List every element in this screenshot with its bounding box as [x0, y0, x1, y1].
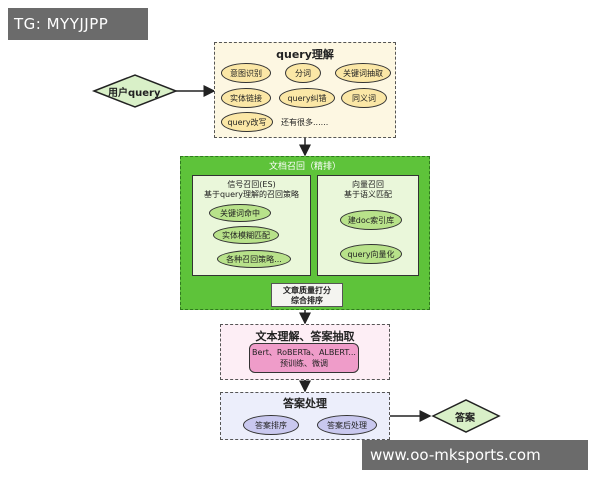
- intent-recognition-node: 意图识别: [221, 63, 271, 83]
- synonym-node: 同义词: [341, 88, 387, 108]
- query-box-title: query理解: [276, 48, 334, 61]
- answer-postprocess-node: 答案后处理: [317, 415, 377, 435]
- query-correction-node: query纠错: [279, 88, 335, 108]
- query-rewrite-node: query改写: [221, 112, 273, 132]
- watermark-top: TG: MYYJJPP: [8, 8, 148, 40]
- entity-fuzzy-match-node: 实体模糊匹配: [213, 226, 279, 244]
- extraction-box-title: 文本理解、答案抽取: [255, 330, 355, 343]
- more-items-text: 还有很多......: [281, 118, 329, 127]
- combined-ranking-text: 综合排序: [291, 296, 323, 305]
- build-doc-index-node: 建doc索引库: [340, 210, 402, 230]
- answer-shape: [431, 399, 501, 433]
- answer-processing-box: 答案处理 答案排序 答案后处理: [220, 392, 390, 440]
- entity-link-node: 实体链接: [221, 88, 271, 108]
- answer-label: 答案: [455, 413, 475, 424]
- user-query-shape: [91, 74, 179, 108]
- signal-recall-subtitle: 基于query理解的召回策略: [203, 190, 300, 199]
- query-vectorize-node: query向量化: [340, 244, 402, 264]
- quality-ranking-node: 文章质量打分 综合排序: [271, 283, 343, 307]
- model-names-text: Bert、RoBERTa、ALBERT...: [252, 348, 356, 357]
- tokenize-node: 分词: [285, 63, 321, 83]
- recall-strategies-node: 各种召回策略...: [217, 250, 291, 268]
- signal-recall-panel: 信号召回(ES) 基于query理解的召回策略 关键词命中 实体模糊匹配 各种召…: [192, 175, 311, 276]
- query-understanding-box: query理解 意图识别 分词 关键词抽取 实体链接 query纠错 同义词 q…: [214, 42, 396, 138]
- document-recall-box: 文档召回（精排） 信号召回(ES) 基于query理解的召回策略 关键词命中 实…: [180, 156, 430, 310]
- answer-extraction-box: 文本理解、答案抽取 Bert、RoBERTa、ALBERT... 预训练、微调: [220, 324, 390, 380]
- vector-recall-panel: 向量召回 基于语义匹配 建doc索引库 query向量化: [317, 175, 419, 276]
- keyword-extract-node: 关键词抽取: [335, 63, 391, 83]
- pretrain-finetune-text: 预训练、微调: [280, 359, 328, 368]
- recall-box-title: 文档召回（精排）: [268, 162, 341, 172]
- quality-score-text: 文章质量打分: [283, 286, 331, 295]
- pretrained-model-node: Bert、RoBERTa、ALBERT... 预训练、微调: [249, 343, 359, 373]
- answer-ranking-node: 答案排序: [243, 415, 299, 435]
- signal-recall-title: 信号召回(ES): [227, 180, 276, 189]
- watermark-bottom: www.oo-mksports.com: [362, 440, 588, 470]
- keyword-hit-node: 关键词命中: [209, 204, 271, 222]
- vector-recall-title: 向量召回: [352, 180, 384, 189]
- answer-processing-title: 答案处理: [283, 397, 327, 410]
- user-query-label: 用户query: [108, 88, 161, 99]
- vector-recall-subtitle: 基于语义匹配: [344, 190, 392, 199]
